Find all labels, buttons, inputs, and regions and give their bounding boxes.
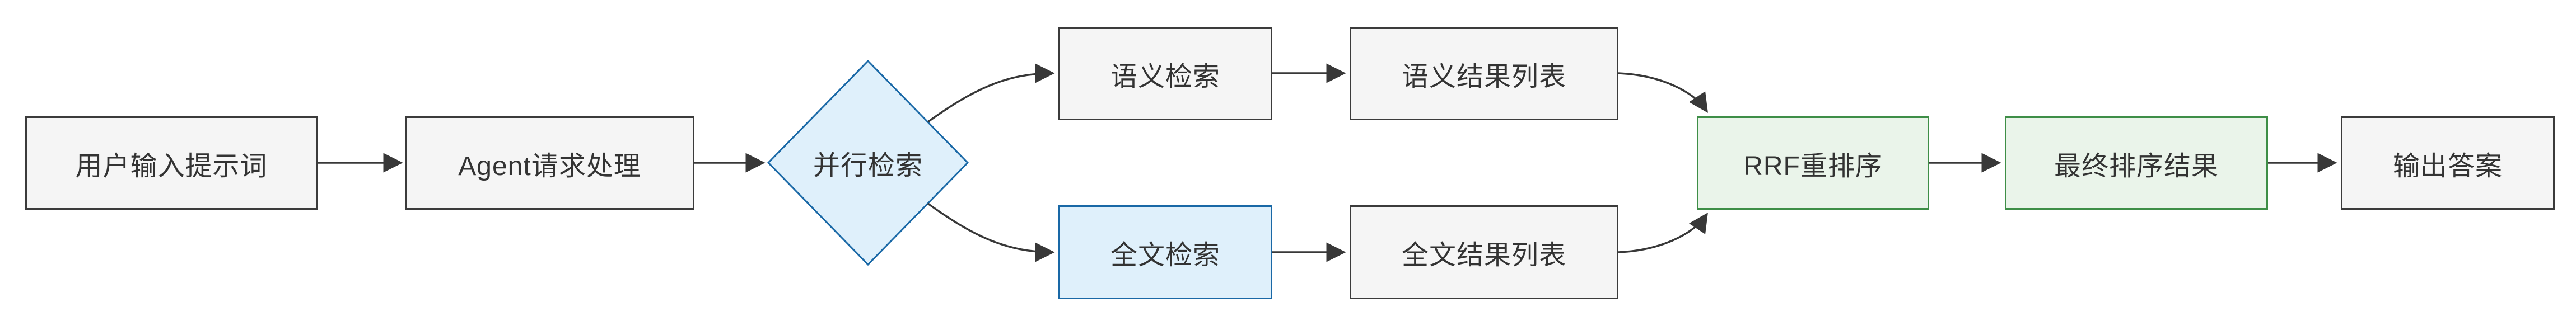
edge-fulltext-results-to-rrf (1618, 213, 1708, 253)
edge-parallel-to-semantic-search (927, 63, 1055, 123)
node-agent-processing: Agent请求处理 (405, 116, 694, 210)
node-final-results-label: 最终排序结果 (2054, 151, 2219, 181)
node-fulltext-results: 全文结果列表 (1350, 205, 1618, 299)
node-parallel-retrieval: 并行检索 (768, 61, 968, 265)
node-rrf-rerank: RRF重排序 (1697, 116, 1929, 210)
node-user-input: 用户输入提示词 (25, 116, 318, 210)
node-agent-processing-label: Agent请求处理 (458, 151, 641, 181)
node-fulltext-search: 全文检索 (1058, 205, 1272, 299)
node-semantic-results: 语义结果列表 (1350, 27, 1618, 120)
node-parallel-retrieval-label: 并行检索 (813, 151, 923, 181)
node-fulltext-search-label: 全文检索 (1110, 240, 1220, 270)
node-final-results: 最终排序结果 (2005, 116, 2268, 210)
node-output-answer: 输出答案 (2341, 116, 2555, 210)
node-parallel-retrieval-shape (767, 59, 969, 266)
node-output-answer-label: 输出答案 (2392, 151, 2503, 181)
node-fulltext-results-label: 全文结果列表 (1401, 240, 1566, 270)
node-semantic-search-label: 语义检索 (1110, 62, 1220, 92)
node-semantic-search: 语义检索 (1058, 27, 1272, 120)
node-rrf-rerank-label: RRF重排序 (1743, 151, 1883, 181)
node-semantic-results-label: 语义结果列表 (1401, 62, 1566, 92)
node-user-input-label: 用户输入提示词 (75, 151, 268, 181)
edge-semantic-results-to-rrf (1618, 72, 1708, 113)
edge-parallel-to-fulltext-search (927, 202, 1055, 262)
